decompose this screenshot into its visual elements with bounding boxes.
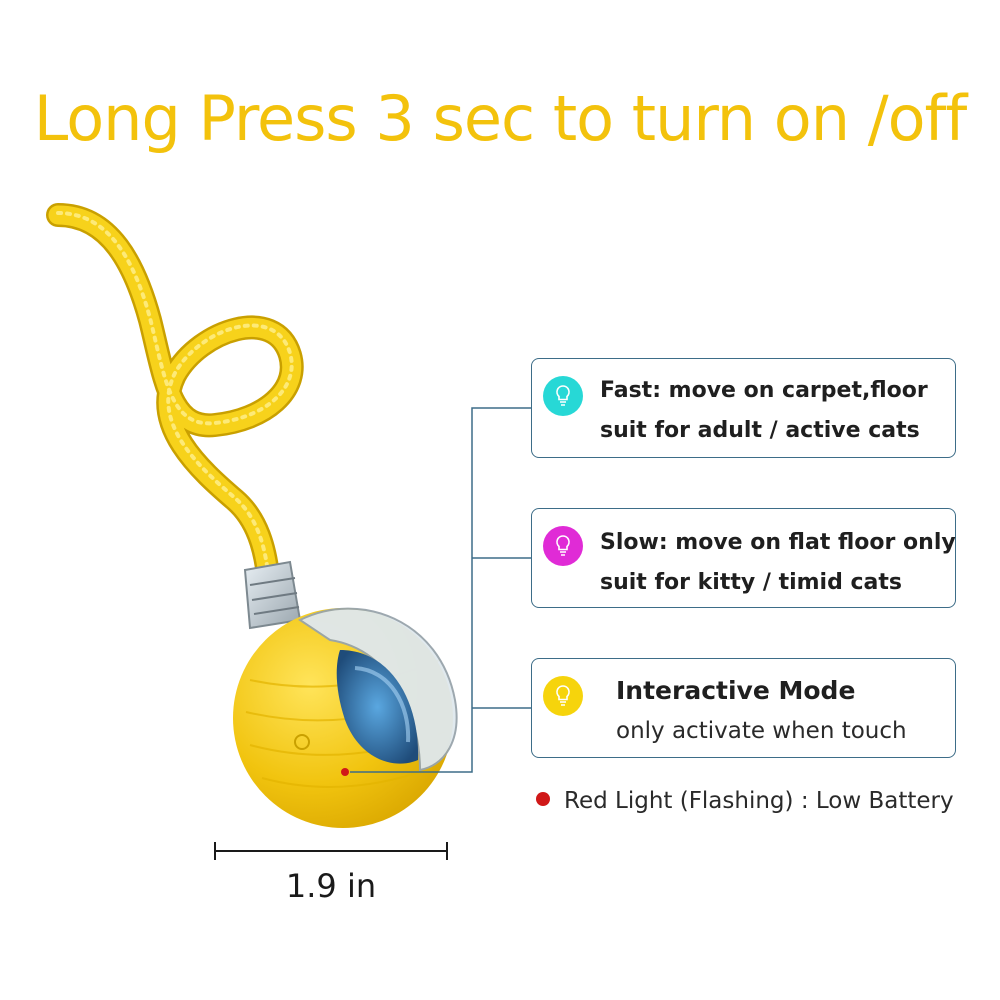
rope-tail	[46, 203, 304, 587]
red-light-indicator	[341, 768, 349, 776]
battery-note: Red Light (Flashing) : Low Battery	[536, 788, 954, 814]
dimension-label: 1.9 in	[285, 867, 377, 905]
dimension-bar	[214, 842, 448, 860]
lightbulb-icon	[543, 526, 583, 566]
mode-interactive-desc: only activate when touch	[616, 718, 907, 744]
red-dot-icon	[536, 792, 550, 806]
power-button-icon	[294, 734, 310, 750]
mode-box-fast: Fast: move on carpet,floor suit for adul…	[531, 358, 956, 458]
mode-slow-line1: Slow: move on flat floor only	[600, 530, 956, 555]
mode-box-interactive: Interactive Mode only activate when touc…	[531, 658, 956, 758]
headline: Long Press 3 sec to turn on /off	[33, 82, 967, 155]
mode-slow-line2: suit for kitty / timid cats	[600, 570, 902, 595]
mode-interactive-title: Interactive Mode	[616, 676, 856, 705]
lightbulb-icon	[543, 676, 583, 716]
lightbulb-icon	[543, 376, 583, 416]
battery-note-text: Red Light (Flashing) : Low Battery	[564, 788, 954, 814]
mode-fast-line1: Fast: move on carpet,floor	[600, 378, 928, 403]
mode-fast-line2: suit for adult / active cats	[600, 418, 920, 443]
ball	[233, 607, 458, 828]
mode-box-slow: Slow: move on flat floor only suit for k…	[531, 508, 956, 608]
clear-cap	[243, 560, 302, 630]
connector-lines	[350, 407, 531, 773]
